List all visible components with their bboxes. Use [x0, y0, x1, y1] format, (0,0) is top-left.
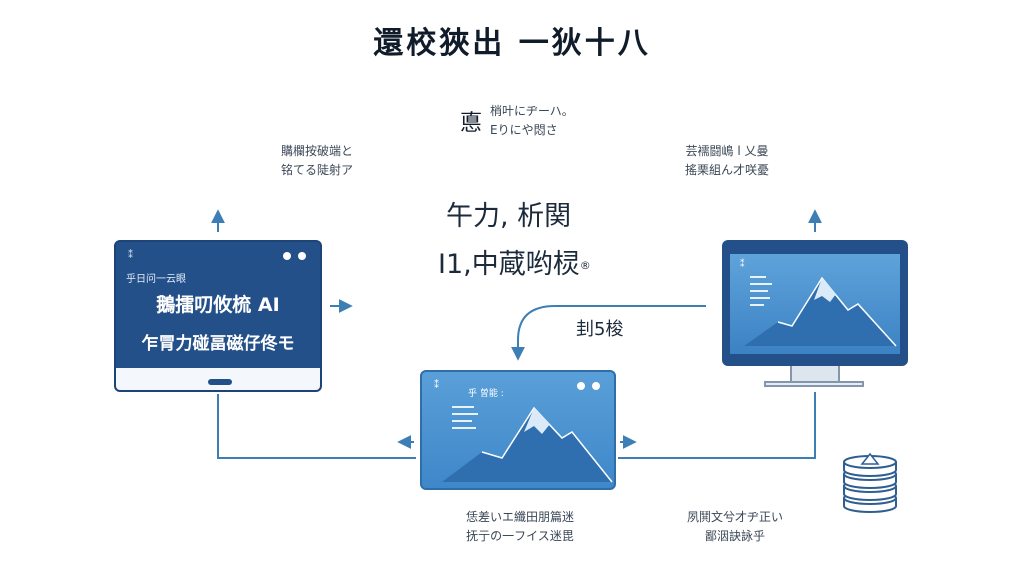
bottom-center-note: 恁差いエ纖田朋篇迷 抚亍の一フイス迷毘: [440, 508, 600, 546]
left-note-line-1: 購欄按破端と: [280, 144, 353, 158]
connector-label: 刲5梭: [576, 319, 624, 340]
right-note-line-1: 芸襦闘嶋 l 乂曼: [685, 144, 769, 158]
top-center-note: 悳 梢叶にヂーハ。 Eりにや悶さ: [460, 102, 574, 140]
center-subheading-text: I1,中蔵哟棂: [438, 249, 580, 280]
tablet-corner-icon: ⁑: [128, 250, 133, 261]
tablet-subline: 乍冐力碰畐磁仔佟モ: [141, 334, 295, 354]
page-title: 還校狹出 一狄十八: [373, 26, 651, 61]
right-note: 芸襦闘嶋 l 乂曼 搖栗組ん才咲憂: [664, 142, 790, 180]
registered-mark: ®: [579, 259, 591, 272]
monitor-stand-neck: [790, 366, 840, 382]
window-dot-icon[interactable]: [298, 252, 306, 260]
top-center-note-line-1: 梢叶にヂーハ。: [490, 104, 574, 118]
tablet-bezel: [116, 368, 320, 390]
left-note-line-2: 铭てる陡射ア: [280, 163, 353, 177]
tablet-headline: 鵝擂叨攸梳 AI: [156, 294, 280, 316]
panel-window-dots: [577, 382, 600, 390]
top-center-note-glyph: 悳: [460, 111, 483, 136]
window-dot-icon[interactable]: [592, 382, 600, 390]
tablet-window-dots: [283, 252, 306, 260]
bottom-right-note-line-1: 夙鬨文兮才ヂ正い: [686, 510, 783, 524]
tablet-home-button[interactable]: [208, 379, 232, 385]
database-icon: [843, 452, 897, 513]
line-tablet-to-panel: [217, 394, 416, 459]
window-dot-icon[interactable]: [283, 252, 291, 260]
bottom-center-note-line-1: 恁差いエ纖田朋篇迷: [465, 510, 574, 524]
monitor-device: ⁑: [722, 240, 908, 366]
panel-label: 乎 曽能 :: [468, 389, 504, 399]
monitor-screen: ⁑: [730, 254, 900, 354]
monitor-stand-base: [764, 381, 864, 387]
bottom-right-note: 夙鬨文兮才ヂ正い 鄙洇訣詠乎: [672, 508, 798, 546]
center-panel: ⁑ 乎 曽能 :: [420, 370, 616, 490]
panel-text-lines: [452, 406, 478, 434]
right-note-line-2: 搖栗組ん才咲憂: [684, 163, 769, 177]
center-heading: 午力, 析関: [446, 201, 572, 232]
line-panel-to-monitor: [618, 392, 816, 459]
top-center-note-line-2: Eりにや悶さ: [490, 123, 558, 137]
mountain-icon: [744, 276, 897, 347]
monitor-small-label: ⁑: [740, 260, 745, 270]
center-subheading: I1,中蔵哟棂®: [438, 242, 591, 281]
tablet-device: ⁑ 乎日问一云眼 鵝擂叨攸梳 AI 乍冐力碰畐磁仔佟モ: [114, 240, 322, 392]
bottom-center-note-line-2: 抚亍の一フイス迷毘: [466, 529, 574, 543]
window-dot-icon[interactable]: [577, 382, 585, 390]
mountain-icon: [442, 406, 613, 483]
tablet-small-label: 乎日问一云眼: [126, 274, 186, 285]
bottom-right-note-line-2: 鄙洇訣詠乎: [704, 529, 765, 543]
left-note: 購欄按破端と 铭てる陡射ア: [262, 142, 372, 180]
panel-corner-icon: ⁑: [434, 380, 439, 391]
curve-arrow: [511, 305, 706, 361]
monitor-text-lines: [750, 276, 772, 311]
